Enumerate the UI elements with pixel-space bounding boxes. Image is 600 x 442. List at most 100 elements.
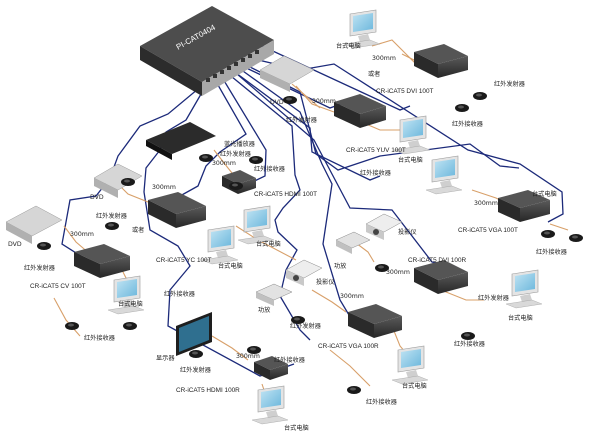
ir-receiver xyxy=(461,332,475,340)
ir-receiver xyxy=(375,264,389,272)
ir-receiver xyxy=(105,222,119,230)
label-pc-5: 台式电脑 xyxy=(118,300,143,308)
label-tuner-2: 功放 xyxy=(258,306,270,314)
label-pc-3: 台式电脑 xyxy=(256,240,281,248)
label-len-2: 300mm xyxy=(312,98,336,105)
label-ir-rx-1: 红外接收器 xyxy=(452,120,484,128)
ir-receiver xyxy=(37,242,51,250)
projector-middle xyxy=(285,259,323,286)
display-monitor xyxy=(176,312,212,356)
label-ir-rx-7: 红外接收器 xyxy=(454,340,486,348)
ir-receiver xyxy=(569,234,583,242)
label-ir-tx-4: 红外发射器 xyxy=(96,212,128,220)
extender-cv-100t xyxy=(74,244,130,278)
label-or-2: 或者 xyxy=(132,226,144,234)
ir-receiver xyxy=(291,316,305,324)
label-hdmi-100t: CR-iCAT5 HDMI 100T xyxy=(254,191,317,198)
label-len-3: 300mm xyxy=(212,160,236,167)
desktop-pc xyxy=(343,9,381,49)
label-display: 显示器 xyxy=(156,355,175,362)
label-len-5: 300mm xyxy=(70,231,94,238)
label-ir-tx-2: 红外发射器 xyxy=(286,116,318,124)
ir-receiver xyxy=(455,104,469,112)
ir-receiver xyxy=(123,322,137,330)
label-projector-1: 投影仪 xyxy=(398,228,417,236)
ir-receiver xyxy=(249,156,263,164)
label-vga-100r: CR-iCAT5 VGA 100R xyxy=(318,343,379,350)
ir-receiver xyxy=(65,322,79,330)
diagram-labels: 台式电脑 300mm 红外发射器 或者 CR-iCAT5 DVI 100T 红外… xyxy=(8,42,568,432)
label-ir-tx-3: 红外发射器 xyxy=(220,150,252,158)
bluray-player xyxy=(146,122,216,160)
label-ir-rx-2: 红外接收器 xyxy=(360,169,392,177)
label-len-6: 300mm xyxy=(474,200,498,207)
signal-cables xyxy=(53,39,569,409)
ir-receiver xyxy=(283,96,297,104)
label-dvi-100r: CR-iCAT5 DVI 100R xyxy=(408,257,467,264)
label-vga-100t: CR-iCAT5 VGA 100T xyxy=(458,227,518,234)
label-ir-rx-5: 红外接收器 xyxy=(84,334,116,342)
label-ir-rx-3: 红外接收器 xyxy=(254,165,286,173)
label-ir-tx-8: 红外发射器 xyxy=(180,366,212,374)
label-ir-rx-8: 红外接收器 xyxy=(366,398,398,406)
label-yc-100t: CR-iCAT5 YC 100T xyxy=(156,257,212,264)
label-tuner-1: 功放 xyxy=(334,262,346,270)
label-len-4: 300mm xyxy=(152,184,176,191)
label-projector-2: 投影仪 xyxy=(316,278,335,286)
label-pc-2: 台式电脑 xyxy=(398,156,423,164)
extender-dvi-100t xyxy=(414,44,468,78)
label-or-1: 或者 xyxy=(368,70,380,78)
tuner-top xyxy=(335,231,371,254)
desktop-pc xyxy=(251,385,289,425)
label-pc-1: 台式电脑 xyxy=(336,42,361,50)
ir-receiver xyxy=(541,230,555,238)
label-ir-tx-1: 红外发射器 xyxy=(494,80,526,88)
extender-hdmi-100r xyxy=(254,356,288,380)
dvd-player-left xyxy=(5,205,63,244)
matrix-switcher: PI-CAT0404 xyxy=(140,6,274,96)
label-ir-rx-4: 红外接收器 xyxy=(164,290,196,298)
desktop-pcs xyxy=(107,9,543,425)
label-ir-tx-5: 红外发射器 xyxy=(24,264,56,272)
dvd-player-top xyxy=(259,55,315,92)
label-len-1: 300mm xyxy=(372,55,396,62)
desktop-pc xyxy=(237,205,275,245)
label-hdmi-100r: CR-iCAT5 HDMI 100R xyxy=(176,387,240,394)
ir-receiver xyxy=(189,350,203,358)
ir-receiver xyxy=(229,182,243,190)
label-yuv-100t: CR-iCAT5 YUV 100T xyxy=(346,147,406,154)
projector-top xyxy=(365,213,403,240)
desktop-pc xyxy=(107,275,145,315)
label-len-8: 300mm xyxy=(340,293,364,300)
label-cv-100t: CR-iCAT5 CV 100T xyxy=(30,283,86,290)
desktop-pc xyxy=(391,345,429,385)
desktop-pc xyxy=(425,155,463,195)
tuner-middle xyxy=(255,283,293,306)
label-ir-rx-6: 红外接收器 xyxy=(536,248,568,256)
desktop-pc xyxy=(201,225,239,265)
ir-receiver xyxy=(347,386,361,394)
label-dvd-3: DVD xyxy=(8,241,22,248)
label-dvd-1: DVD xyxy=(270,99,284,106)
desktop-pc xyxy=(393,115,431,155)
ir-devices xyxy=(37,92,583,394)
extender-boxes xyxy=(74,44,550,380)
label-len-7: 300mm xyxy=(386,269,410,276)
label-pc-4: 台式电脑 xyxy=(218,262,243,270)
label-ir-tx-6: 红外发射器 xyxy=(478,294,510,302)
label-dvi-100t: CR-iCAT5 DVI 100T xyxy=(376,88,434,95)
extender-yc-100t xyxy=(148,192,206,228)
label-pc-6: 台式电脑 xyxy=(532,190,557,198)
dvd-player-middle xyxy=(93,163,143,198)
av-equipment xyxy=(5,55,403,356)
extender-vga-100t xyxy=(498,190,550,222)
ir-receiver xyxy=(247,346,261,354)
desktop-pc xyxy=(505,269,543,309)
label-ir-rx-9: 红外接收器 xyxy=(274,356,306,364)
label-pc-9: 台式电脑 xyxy=(284,424,309,432)
ir-receiver xyxy=(121,178,135,186)
extender-yuv-100t xyxy=(334,94,386,128)
ir-receiver xyxy=(473,92,487,100)
